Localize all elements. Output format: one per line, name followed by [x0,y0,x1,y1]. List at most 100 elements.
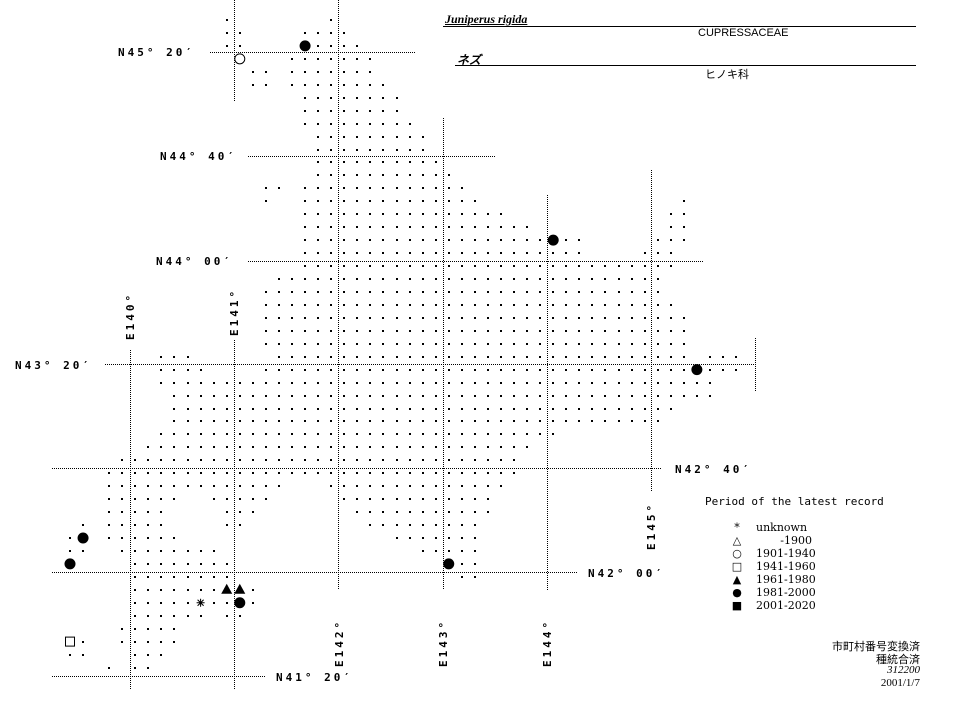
grid-dot [317,45,319,47]
grid-dot [461,395,463,397]
grid-dot [435,433,437,435]
grid-dot [265,420,267,422]
record-filled-circle [691,364,703,376]
grid-dot [278,317,280,319]
grid-dot [213,408,215,410]
grid-dot [369,330,371,332]
grid-dot [487,369,489,371]
grid-dot [82,550,84,552]
grid-dot [252,408,254,410]
grid-dot [173,369,175,371]
grid-dot [631,356,633,358]
grid-dot [134,563,136,565]
grid-dot [396,136,398,138]
grid-dot [317,446,319,448]
grid-dot [200,382,202,384]
grid-dot [618,278,620,280]
grid-dot [539,343,541,345]
grid-dot [187,446,189,448]
grid-dot [409,200,411,202]
grid-dot [213,395,215,397]
grid-dot [226,433,228,435]
grid-dot [526,395,528,397]
grid-dot [670,213,672,215]
grid-dot [461,200,463,202]
legend-item-open-square: □1941-1960 [730,560,816,573]
grid-dot [134,459,136,461]
grid-dot [173,472,175,474]
grid-dot [121,498,123,500]
grid-dot [265,472,267,474]
grid-dot [644,317,646,319]
grid-dot [657,291,659,293]
grid-dot [709,382,711,384]
grid-dot [396,110,398,112]
grid-dot [330,213,332,215]
legend-item-asterisk: *unknown [730,521,812,534]
grid-dot [474,485,476,487]
grid-dot [500,239,502,241]
grid-dot [604,395,606,397]
grid-dot [134,550,136,552]
grid-dot [343,446,345,448]
grid-dot [565,395,567,397]
grid-dot [173,446,175,448]
grid-dot [735,369,737,371]
grid-dot [409,187,411,189]
grid-dot [382,369,384,371]
grid-dot [369,278,371,280]
grid-dot [173,641,175,643]
grid-dot [252,433,254,435]
grid-dot [134,628,136,630]
grid-dot [173,589,175,591]
grid-dot [709,395,711,397]
grid-dot [526,343,528,345]
grid-dot [317,420,319,422]
grid-dot [683,356,685,358]
grid-dot [409,408,411,410]
grid-dot [265,369,267,371]
grid-dot [565,265,567,267]
grid-dot [291,278,293,280]
grid-dot [722,369,724,371]
grid-dot [474,200,476,202]
grid-dot [513,356,515,358]
grid-dot [187,576,189,578]
grid-dot [396,213,398,215]
grid-dot [369,511,371,513]
grid-dot [173,498,175,500]
grid-dot [422,537,424,539]
grid-dot [187,382,189,384]
grid-dot [108,537,110,539]
grid-dot [474,395,476,397]
legend-label: -1900 [780,534,812,547]
grid-dot [422,550,424,552]
grid-dot [147,641,149,643]
grid-dot [513,304,515,306]
grid-dot [278,291,280,293]
grid-dot [343,149,345,151]
grid-dot [356,408,358,410]
grid-dot [618,265,620,267]
grid-dot [369,343,371,345]
grid-dot [343,252,345,254]
grid-dot [252,71,254,73]
grid-dot [448,485,450,487]
grid-dot [291,356,293,358]
grid-dot [343,459,345,461]
grid-dot [539,356,541,358]
grid-dot [578,291,580,293]
grid-dot [709,369,711,371]
grid-dot [526,356,528,358]
grid-dot [448,174,450,176]
grid-dot [461,472,463,474]
grid-dot [422,472,424,474]
grid-dot [173,615,175,617]
grid-dot [409,213,411,215]
grid-dot [565,291,567,293]
grid-dot [396,420,398,422]
grid-dot [382,187,384,189]
grid-dot [304,472,306,474]
grid-dot [683,330,685,332]
grid-dot [487,213,489,215]
